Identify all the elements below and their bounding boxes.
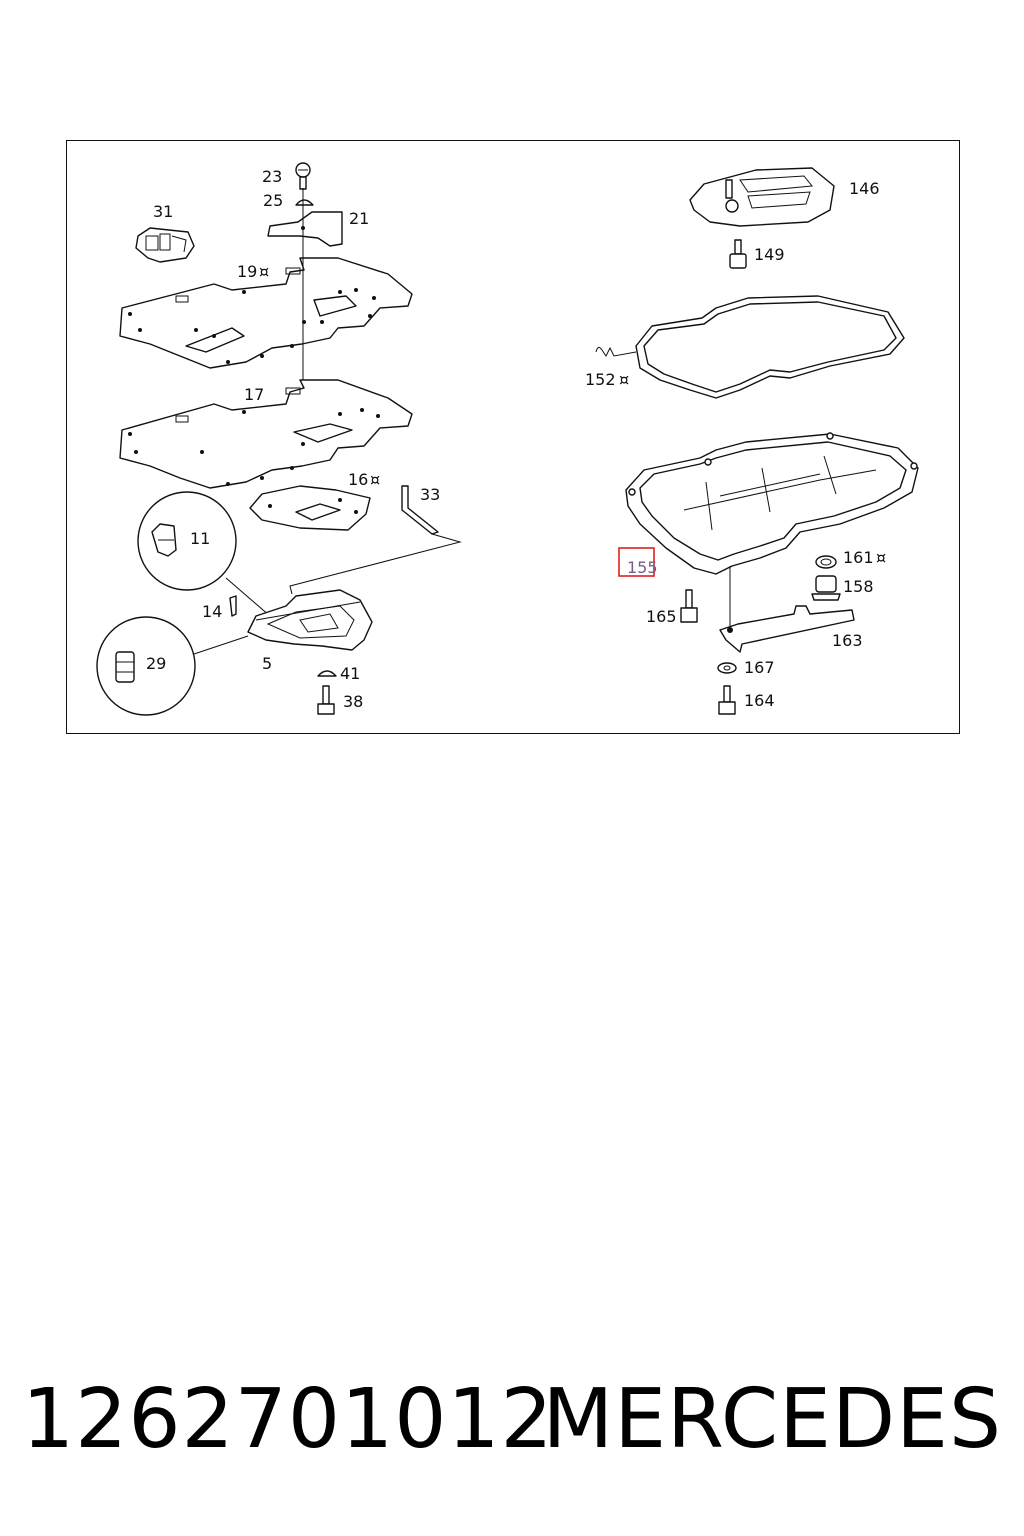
highlight-box-155 bbox=[618, 547, 655, 577]
parts-diagram-frame bbox=[66, 140, 960, 734]
bolt-164 bbox=[718, 685, 736, 715]
callout-167: 167 bbox=[744, 658, 775, 677]
tube-33 bbox=[289, 485, 462, 595]
intermediate-plate-19 bbox=[119, 257, 413, 369]
bracket-21 bbox=[267, 211, 343, 247]
washer-41 bbox=[317, 670, 337, 677]
clip-14 bbox=[229, 595, 237, 617]
callout-5: 5 bbox=[262, 654, 272, 673]
callout-21: 21 bbox=[349, 209, 369, 228]
holding-strap-163 bbox=[719, 605, 855, 653]
callout-161: 161 bbox=[843, 548, 874, 567]
brand-name: MERCEDES bbox=[542, 1372, 1002, 1467]
bolt-38 bbox=[317, 685, 335, 715]
oil-pan-gasket-152 bbox=[595, 295, 905, 399]
callout-41: 41 bbox=[340, 664, 360, 683]
drain-plug-158 bbox=[811, 575, 841, 601]
callout-25: 25 bbox=[263, 191, 283, 210]
valve-body-5 bbox=[247, 589, 373, 651]
callout-163: 163 bbox=[832, 631, 863, 650]
callout-38: 38 bbox=[343, 692, 363, 711]
callout-164: 164 bbox=[744, 691, 775, 710]
callout-19-symbol: ¤ bbox=[259, 262, 269, 281]
callout-14: 14 bbox=[202, 602, 222, 621]
screw-23 bbox=[295, 162, 311, 190]
callout-23: 23 bbox=[262, 167, 282, 186]
part-number: 1262701012 bbox=[22, 1372, 554, 1467]
washer-25 bbox=[295, 199, 314, 206]
callout-33: 33 bbox=[420, 485, 440, 504]
detail-circle-11 bbox=[137, 491, 271, 617]
seal-ring-161 bbox=[815, 555, 837, 569]
callout-11: 11 bbox=[190, 529, 210, 548]
callout-161-symbol: ¤ bbox=[876, 548, 886, 567]
callout-165: 165 bbox=[646, 607, 677, 626]
exploded-parts-diagram: 23 25 21 31 19 ¤ bbox=[96, 162, 919, 716]
callout-149: 149 bbox=[754, 245, 785, 264]
intermediate-plate-17 bbox=[119, 379, 413, 489]
callout-19: 19 bbox=[237, 262, 257, 281]
bolt-165 bbox=[680, 589, 698, 623]
connector-31 bbox=[135, 227, 195, 263]
oil-filter-146 bbox=[689, 167, 835, 227]
callout-16-symbol: ¤ bbox=[370, 470, 380, 489]
callout-155: 155 bbox=[627, 558, 658, 577]
detail-circle-29 bbox=[96, 616, 249, 716]
callout-158: 158 bbox=[843, 577, 874, 596]
plate-16 bbox=[249, 485, 371, 531]
callout-152-symbol: ¤ bbox=[619, 370, 629, 389]
callout-146: 146 bbox=[849, 179, 880, 198]
callout-31: 31 bbox=[153, 202, 173, 221]
callout-152: 152 bbox=[585, 370, 616, 389]
footer-caption: 1262701012 MERCEDES bbox=[0, 1365, 1024, 1475]
plug-149 bbox=[729, 239, 747, 269]
callout-29: 29 bbox=[146, 654, 166, 673]
callout-17: 17 bbox=[244, 385, 264, 404]
washer-167 bbox=[717, 662, 737, 674]
callout-16: 16 bbox=[348, 470, 368, 489]
oil-pan-155 bbox=[625, 432, 919, 626]
